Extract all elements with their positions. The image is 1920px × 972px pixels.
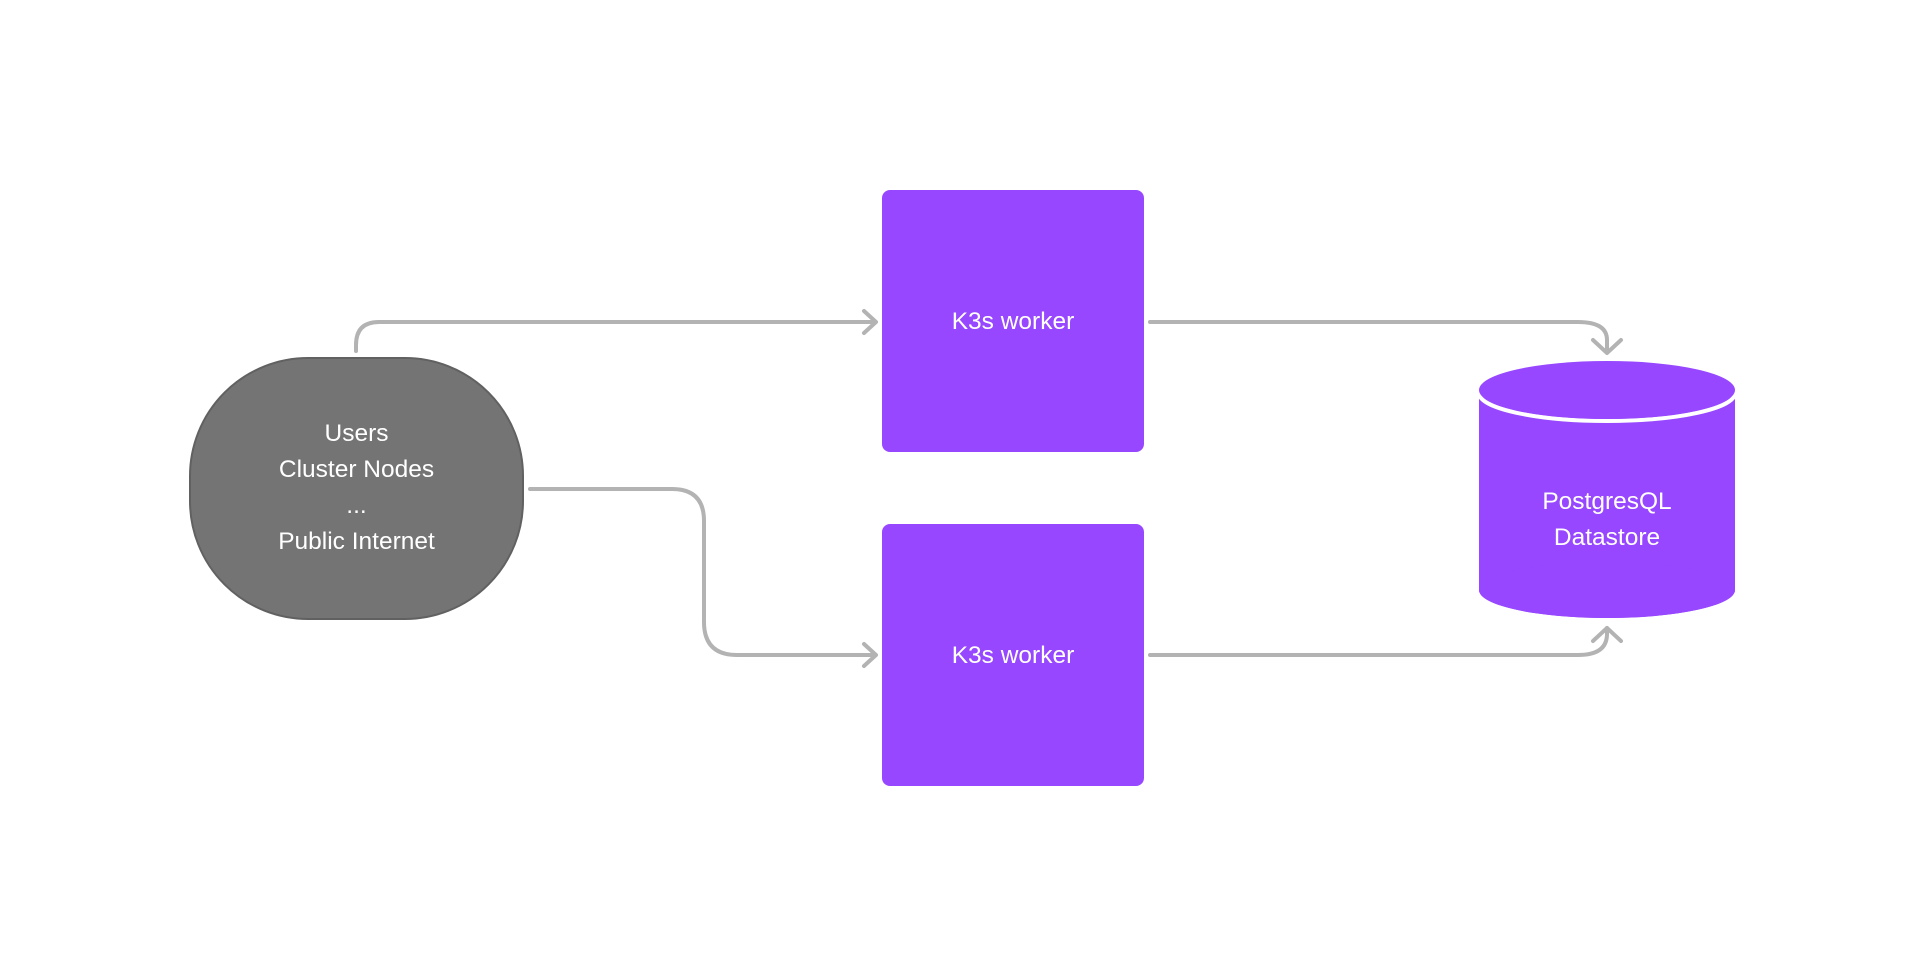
arrowhead-worker-2 xyxy=(862,642,878,668)
worker-2-shape xyxy=(882,524,1144,786)
datastore-label: PostgresQL Datastore xyxy=(1479,484,1735,556)
source-line-cluster-nodes: Cluster Nodes xyxy=(278,456,435,483)
source-line-public-internet: Public Internet xyxy=(278,528,435,555)
worker-2-text: K3s worker xyxy=(951,642,1075,669)
worker-1-label: K3s worker xyxy=(882,304,1144,340)
datastore-line-1: PostgresQL xyxy=(1542,488,1672,515)
edge-source-to-worker-2 xyxy=(528,487,876,657)
edge-worker-2-to-datastore xyxy=(1148,626,1609,657)
worker-1-text: K3s worker xyxy=(951,308,1075,335)
arrowhead-datastore-top xyxy=(1591,338,1623,355)
source-line-ellipsis: ... xyxy=(346,492,367,519)
edge-worker-1-to-datastore xyxy=(1148,320,1609,352)
datastore-line-2: Datastore xyxy=(1553,524,1661,551)
edge-source-to-worker-1 xyxy=(354,320,876,353)
datastore-shape xyxy=(1477,361,1737,618)
source-node-label: Users Cluster Nodes ... Public Internet xyxy=(190,416,523,560)
worker-1-shape xyxy=(882,190,1144,452)
arrowhead-worker-1 xyxy=(862,309,878,335)
source-node-shape xyxy=(189,357,524,620)
worker-2-label: K3s worker xyxy=(882,638,1144,674)
source-line-users: Users xyxy=(324,420,389,447)
arrowhead-datastore-bottom xyxy=(1591,626,1623,643)
